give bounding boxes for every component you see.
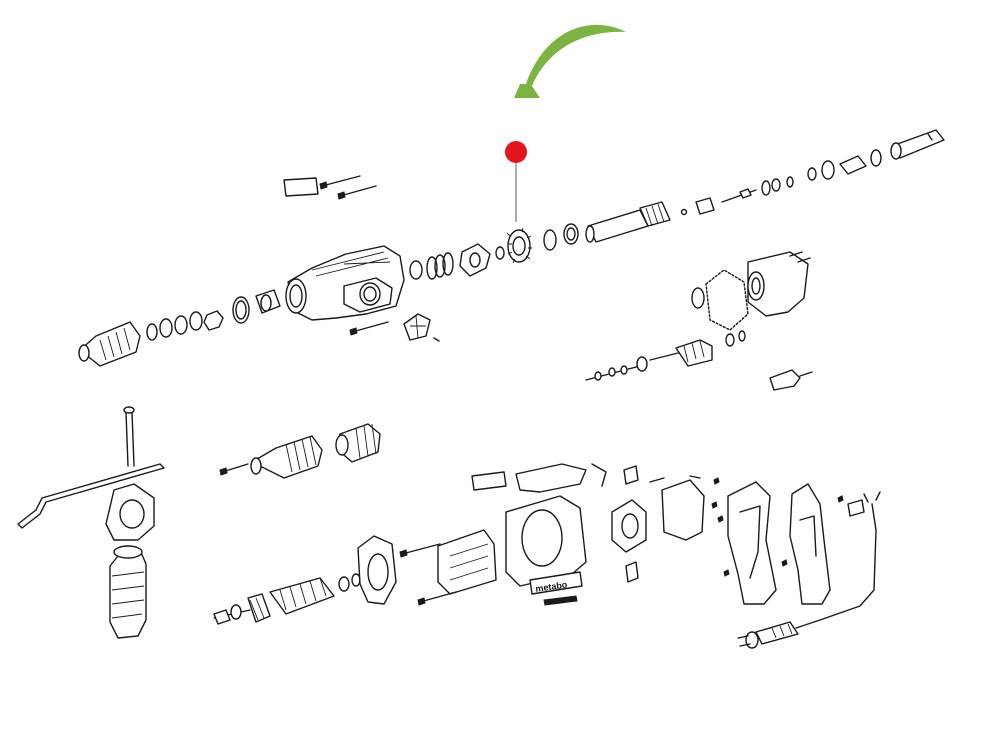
chuck-keyless (78, 321, 141, 367)
hammer-tube (585, 201, 671, 243)
springs-rings (409, 243, 505, 280)
mode-selector-knob (403, 313, 440, 342)
handle-half-left (727, 481, 777, 605)
highlight-arrow (514, 24, 626, 98)
cable-clamp (847, 499, 865, 517)
armature (213, 573, 361, 625)
fan-baffle (357, 535, 397, 605)
gasket (705, 269, 749, 331)
switch-parts (611, 465, 705, 583)
gear-wheel (506, 227, 532, 264)
side-handle (105, 483, 155, 639)
screws-top (319, 175, 389, 336)
chuck-assembly (219, 423, 381, 479)
handle-half-right (789, 483, 831, 605)
highlight-marker (505, 141, 527, 163)
rings-mid (543, 223, 579, 251)
pin-parts (680, 149, 882, 216)
intermediate-shaft (585, 330, 746, 381)
depth-stop-rod (17, 406, 165, 529)
flange-housing (747, 251, 811, 317)
brush-holder-top (769, 369, 813, 391)
housing-label-plate (471, 471, 507, 491)
power-cord (737, 491, 881, 649)
stator-field (399, 529, 497, 606)
gearbox-housing (285, 245, 405, 321)
washer-rings-left (146, 289, 281, 341)
motor-housing (505, 463, 607, 587)
screws-lower (711, 477, 844, 577)
brand-badge: metabo (529, 571, 583, 606)
label-plate (283, 177, 319, 197)
drive-sleeve (890, 129, 945, 160)
brand-badge-label: metabo (535, 579, 569, 593)
ring-right (691, 287, 705, 309)
